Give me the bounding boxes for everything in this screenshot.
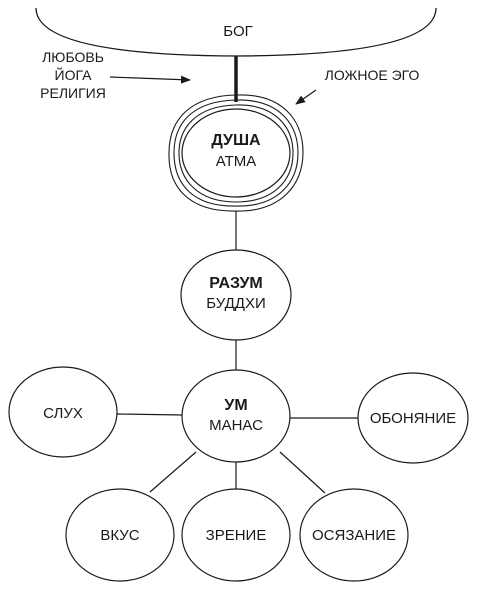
sense-touch-label: ОСЯЗАНИЕ	[312, 527, 396, 544]
soul-subtitle: АТМА	[216, 153, 257, 170]
mind-node: УМ МАНАС	[181, 369, 291, 463]
sense-sight-label: ЗРЕНИЕ	[206, 527, 267, 544]
soul-node: ДУША АТМА	[168, 94, 304, 212]
sense-touch-node: ОСЯЗАНИЕ	[299, 488, 409, 582]
sense-touch-circle	[299, 488, 409, 582]
intellect-subtitle: БУДДХИ	[206, 295, 265, 312]
soul-circle	[181, 108, 291, 198]
sense-smell-node: ОБОНЯНИЕ	[357, 372, 469, 464]
mind-title: УМ	[224, 397, 247, 414]
intellect-node: РАЗУМ БУДДХИ	[180, 249, 292, 341]
god-label: БОГ	[223, 23, 252, 40]
false-ego-ring-middle	[173, 99, 299, 207]
sense-hearing-node: СЛУХ	[8, 366, 118, 458]
false-ego-arrow	[295, 89, 317, 105]
sense-taste-label: ВКУС	[100, 527, 139, 544]
false-ego-label: ЛОЖНОЕ ЭГО	[325, 67, 420, 83]
sense-sight-node: ЗРЕНИЕ	[181, 488, 291, 582]
mind-touch-connector	[279, 451, 326, 494]
intellect-title: РАЗУМ	[209, 275, 263, 292]
sense-taste-circle	[65, 488, 175, 582]
sense-hearing-circle	[8, 366, 118, 458]
sense-sight-circle	[181, 488, 291, 582]
sense-hearing-label: СЛУХ	[43, 405, 83, 422]
sense-taste-node: ВКУС	[65, 488, 175, 582]
false-ego-ring-inner	[178, 104, 294, 203]
mind-subtitle: МАНАС	[209, 417, 263, 434]
sense-smell-label: ОБОНЯНИЕ	[370, 410, 456, 427]
path-labels: ЛЮБОВЬ ЙОГА РЕЛИГИЯ	[40, 49, 106, 101]
path-arrow	[109, 75, 191, 84]
mind-hearing-connector	[116, 413, 184, 416]
mind-taste-connector	[149, 451, 197, 493]
sense-smell-circle	[357, 372, 469, 464]
path-label-yoga: ЙОГА	[55, 66, 93, 83]
soul-title: ДУША	[211, 132, 261, 149]
path-label-love: ЛЮБОВЬ	[42, 49, 104, 65]
mind-circle	[181, 369, 291, 463]
path-label-religion: РЕЛИГИЯ	[40, 85, 106, 101]
